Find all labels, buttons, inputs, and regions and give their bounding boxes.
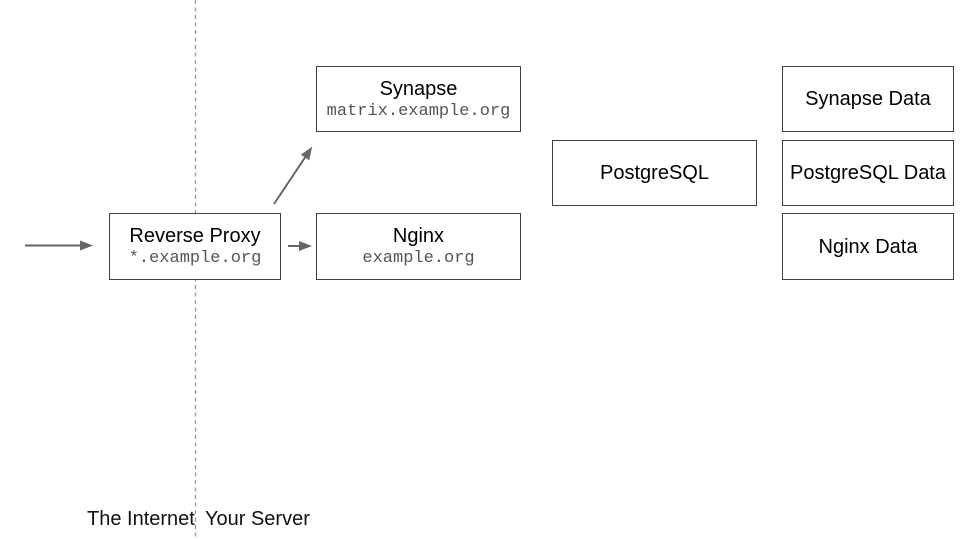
postgresql-title: PostgreSQL (600, 162, 709, 184)
nginx-node: Nginx example.org (316, 213, 521, 280)
synapse-title: Synapse (379, 77, 458, 100)
nginx-title: Nginx (392, 225, 445, 247)
reverse-proxy-title: Reverse Proxy (129, 225, 261, 247)
postgresql-data-title: PostgreSQL Data (789, 162, 946, 184)
postgresql-node: PostgreSQL (552, 140, 757, 206)
synapse-data-title: Synapse Data (805, 88, 931, 110)
internet-zone-label: The Internet (87, 508, 195, 530)
synapse-subtitle: matrix.example.org (326, 101, 511, 121)
postgresql-data-node: PostgreSQL Data (782, 140, 954, 206)
server-zone-label: Your Server (205, 508, 310, 530)
proxy-to-synapse-arrow (273, 146, 313, 205)
nginx-data-title: Nginx Data (818, 235, 918, 258)
reverse-proxy-node: Reverse Proxy *.example.org (109, 213, 281, 280)
nginx-subtitle: example.org (362, 249, 475, 268)
synapse-data-node: Synapse Data (782, 66, 954, 132)
synapse-node: Synapse matrix.example.org (316, 66, 521, 132)
nginx-data-node: Nginx Data (782, 213, 954, 280)
reverse-proxy-subtitle: *.example.org (128, 249, 262, 268)
